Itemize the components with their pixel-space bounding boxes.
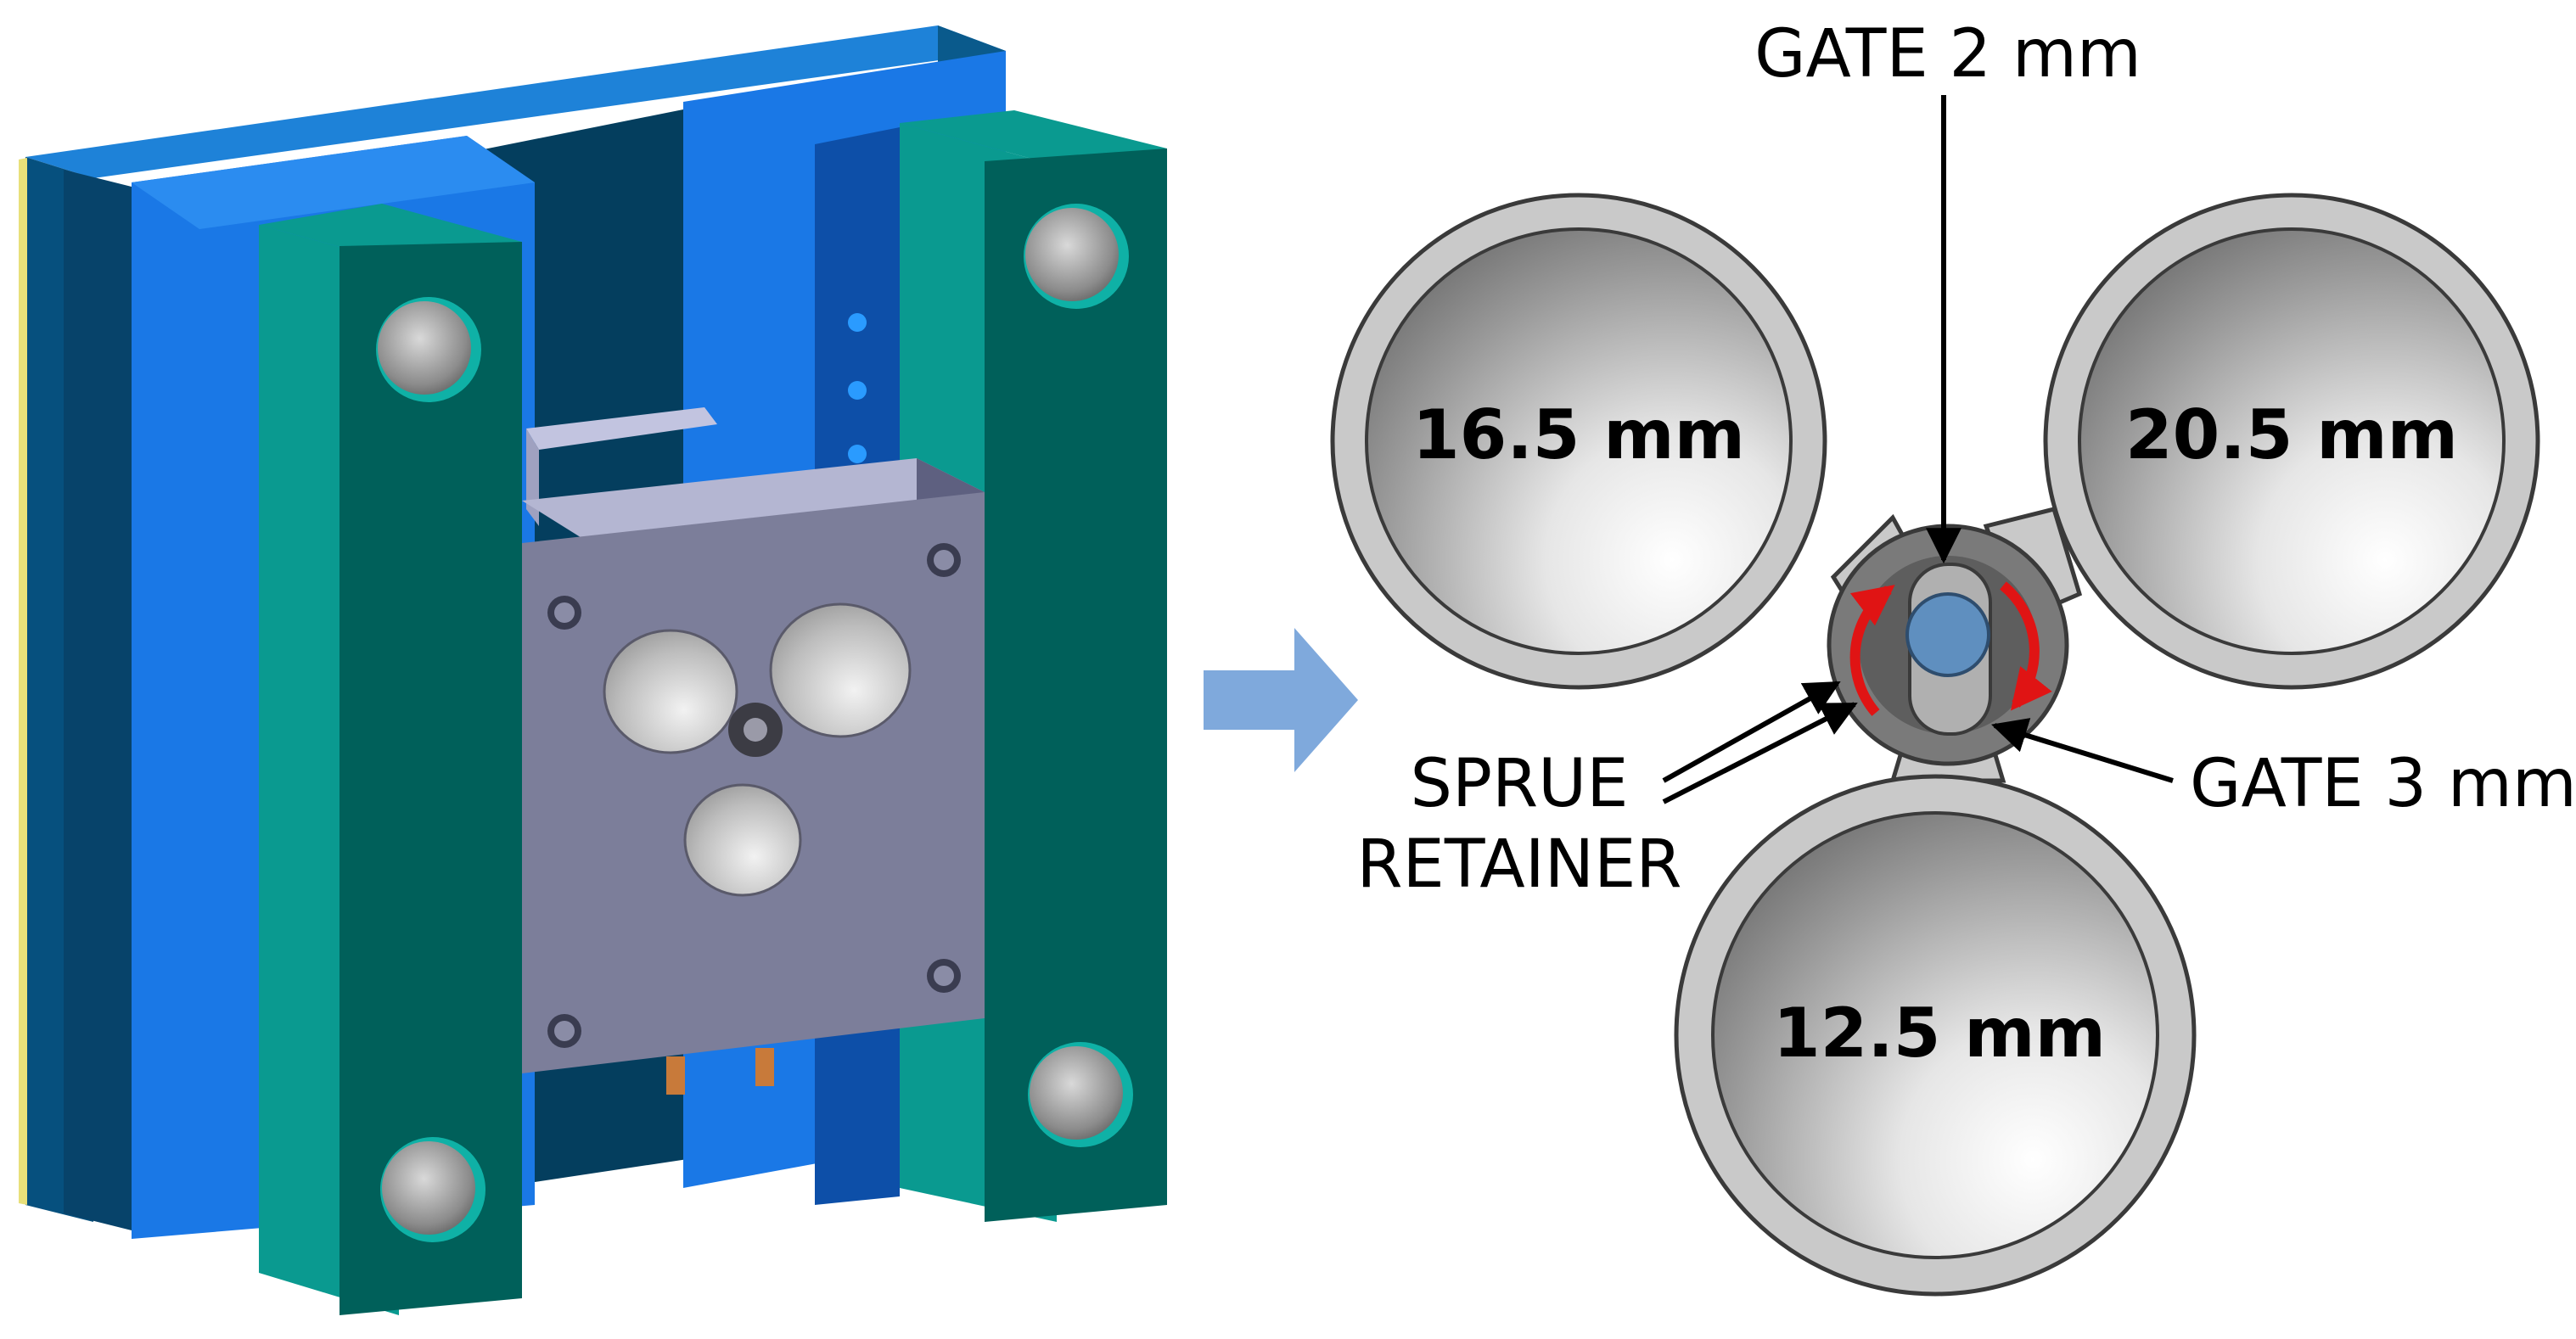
- rotation-arrow-icon: [1849, 585, 1895, 716]
- mini-cavity-left: [603, 629, 738, 754]
- gate-bottom-leader: [1990, 718, 2174, 783]
- ejector-hole: [848, 445, 867, 463]
- pin: [666, 1056, 685, 1095]
- rotation-arrow-icon: [2000, 581, 2052, 711]
- cavity-left-label: 16.5 mm: [1412, 395, 1745, 474]
- cavity-left: [1330, 193, 1827, 690]
- right-arrow-icon: [1204, 628, 1358, 772]
- sprue-label-line2: RETAINER: [1356, 826, 1681, 903]
- sprue-leader-2: [1662, 702, 1858, 804]
- clamp-left-front: [340, 242, 522, 1315]
- base-plate-top: [25, 25, 1006, 178]
- bolt-hole: [376, 297, 481, 402]
- ejector-hole: [848, 381, 867, 400]
- bolt-hole: [1024, 204, 1129, 309]
- bolt-hole: [380, 1137, 485, 1242]
- clamp-right-top: [900, 110, 1167, 165]
- cavity-bottom-label: 12.5 mm: [1773, 994, 2106, 1073]
- bolt-hole: [1028, 1042, 1133, 1147]
- screw-head: [554, 1021, 575, 1041]
- base-plate-yellow-edge: [19, 158, 27, 1205]
- gate-bottom-label: GATE 3 mm: [2190, 746, 2576, 822]
- screw-head: [934, 550, 954, 570]
- cavity-bottom: [1674, 774, 2197, 1297]
- insert-rear-top: [526, 407, 717, 450]
- clamp-right-front: [985, 148, 1167, 1222]
- mold-plate-front: [522, 492, 985, 1073]
- mini-sprue-core: [744, 718, 767, 742]
- mini-cavity-bottom: [683, 783, 802, 897]
- gate-top-label: GATE 2 mm: [1754, 16, 2141, 92]
- annotations: GATE 2 mm GATE 3 mm SPRUE RETAINER: [1356, 16, 2576, 903]
- pin: [755, 1048, 774, 1086]
- cavity-right-label: 20.5 mm: [2125, 395, 2458, 474]
- sprue-label-line1: SPRUE: [1410, 746, 1628, 822]
- mini-cavity-right: [769, 602, 912, 738]
- screw-head: [934, 966, 954, 986]
- mold-plate-top: [522, 458, 985, 543]
- sprue-core: [1905, 592, 1990, 677]
- cavity-layout: 16.5 mm 20.5 mm 12.5 mm: [1330, 193, 2540, 1297]
- support-block-left-top: [132, 136, 535, 229]
- sprue-leader-1: [1662, 681, 1841, 783]
- mold-assembly: [19, 25, 1167, 1315]
- ejector-hole: [848, 313, 867, 332]
- base-plate-front-strip: [64, 170, 132, 1230]
- cavity-right: [2043, 193, 2540, 690]
- screw-head: [554, 602, 575, 623]
